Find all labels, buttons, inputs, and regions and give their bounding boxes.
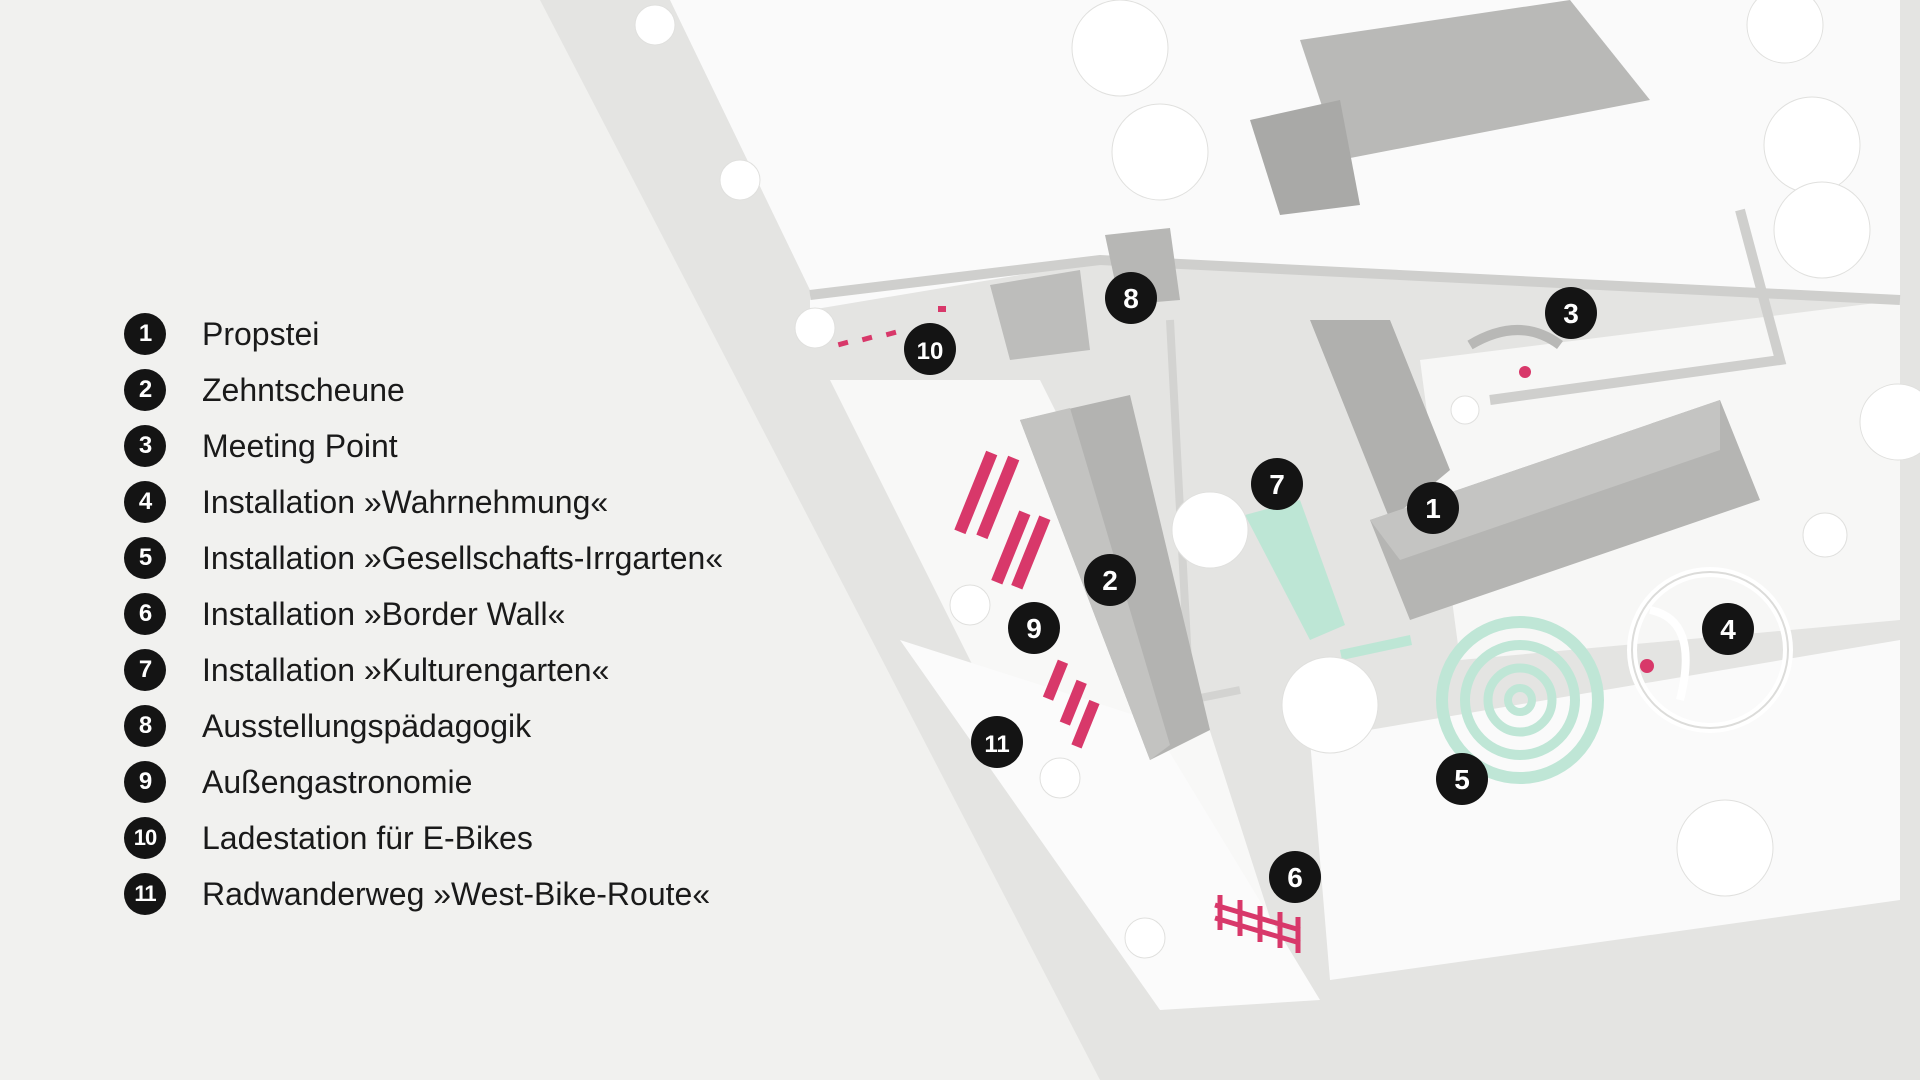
legend-label: Installation »Border Wall« — [202, 595, 566, 632]
meeting-point-arc — [1467, 325, 1563, 350]
ebike-stations — [837, 306, 946, 348]
garden-strip — [1340, 635, 1412, 660]
map-marker-7: 7 — [1251, 458, 1303, 510]
svg-text:7: 7 — [1269, 469, 1285, 500]
legend-item-radwanderweg: 11 Radwanderweg »West-Bike-Route« — [124, 866, 723, 922]
legend-label: Zehntscheune — [202, 371, 405, 408]
svg-text:3: 3 — [1563, 298, 1579, 329]
map-marker-3: 3 — [1545, 287, 1597, 339]
legend-item-gesellschafts-irrgarten: 5 Installation »Gesellschafts-Irrgarten« — [124, 530, 723, 586]
map-marker-10: 10 — [904, 323, 956, 375]
svg-text:11: 11 — [984, 731, 1009, 758]
map-wall-north — [809, 254, 1901, 305]
map-wall-east — [1489, 208, 1787, 405]
map-marker-6: 6 — [1269, 851, 1321, 903]
installation-border-wall — [1214, 895, 1301, 953]
legend-item-ausstellungspaedagogik: 8 Ausstellungspädagogik — [124, 698, 723, 754]
legend-number-badge: 4 — [124, 481, 166, 523]
legend-number-badge: 7 — [124, 649, 166, 691]
legend-label: Installation »Kulturengarten« — [202, 651, 610, 688]
legend-number-badge: 1 — [124, 313, 166, 355]
building-small-8a — [990, 270, 1090, 360]
meeting-point-dot — [1519, 366, 1531, 378]
garden-kulturengarten — [1245, 500, 1345, 640]
map-legend: 1 Propstei 2 Zehntscheune 3 Meeting Poin… — [124, 306, 723, 922]
legend-item-aussengastronomie: 9 Außengastronomie — [124, 754, 723, 810]
benches-aussengastronomie — [954, 450, 1100, 749]
map-marker-5: 5 — [1436, 753, 1488, 805]
legend-number-badge: 5 — [124, 537, 166, 579]
maze-gesellschafts-irrgarten — [1436, 616, 1604, 784]
legend-label: Installation »Wahrnehmung« — [202, 483, 609, 520]
building-propstei-side — [1250, 100, 1360, 215]
map-marker-4: 4 — [1702, 603, 1754, 655]
svg-text:6: 6 — [1287, 862, 1303, 893]
svg-text:4: 4 — [1720, 614, 1736, 645]
map-marker-11: 11 — [971, 716, 1023, 768]
legend-label: Meeting Point — [202, 427, 398, 464]
legend-number-badge: 10 — [124, 817, 166, 859]
legend-label: Ladestation für E-Bikes — [202, 819, 533, 856]
map-marker-8: 8 — [1105, 272, 1157, 324]
legend-label: Radwanderweg »West-Bike-Route« — [202, 875, 711, 912]
legend-item-propstei: 1 Propstei — [124, 306, 723, 362]
svg-text:1: 1 — [1425, 493, 1441, 524]
legend-number-badge: 9 — [124, 761, 166, 803]
legend-item-ladestation: 10 Ladestation für E-Bikes — [124, 810, 723, 866]
legend-label: Ausstellungspädagogik — [202, 707, 532, 744]
svg-text:2: 2 — [1102, 565, 1118, 596]
legend-item-zehntscheune: 2 Zehntscheune — [124, 362, 723, 418]
legend-label: Installation »Gesellschafts-Irrgarten« — [202, 539, 724, 576]
legend-item-wahrnehmung: 4 Installation »Wahrnehmung« — [124, 474, 723, 530]
svg-text:9: 9 — [1026, 613, 1042, 644]
legend-number-badge: 11 — [124, 873, 166, 915]
legend-number-badge: 2 — [124, 369, 166, 411]
map-marker-9: 9 — [1008, 602, 1060, 654]
svg-text:8: 8 — [1123, 283, 1139, 314]
legend-item-meeting-point: 3 Meeting Point — [124, 418, 723, 474]
legend-item-border-wall: 6 Installation »Border Wall« — [124, 586, 723, 642]
legend-item-kulturengarten: 7 Installation »Kulturengarten« — [124, 642, 723, 698]
legend-number-badge: 8 — [124, 705, 166, 747]
svg-text:10: 10 — [917, 338, 944, 365]
legend-label: Außengastronomie — [202, 763, 473, 800]
installation-wahrnehmung — [1627, 567, 1793, 733]
trees — [634, 0, 1920, 959]
legend-label: Propstei — [202, 315, 320, 352]
legend-number-badge: 3 — [124, 425, 166, 467]
building-propstei-top — [1300, 0, 1650, 160]
map-plaza-south — [1310, 640, 1900, 980]
map-marker-1: 1 — [1407, 482, 1459, 534]
svg-text:5: 5 — [1454, 764, 1470, 795]
building-propstei-wing — [1310, 320, 1450, 520]
legend-number-badge: 6 — [124, 593, 166, 635]
building-propstei-roof — [1370, 400, 1720, 560]
map-marker-2: 2 — [1084, 554, 1136, 606]
